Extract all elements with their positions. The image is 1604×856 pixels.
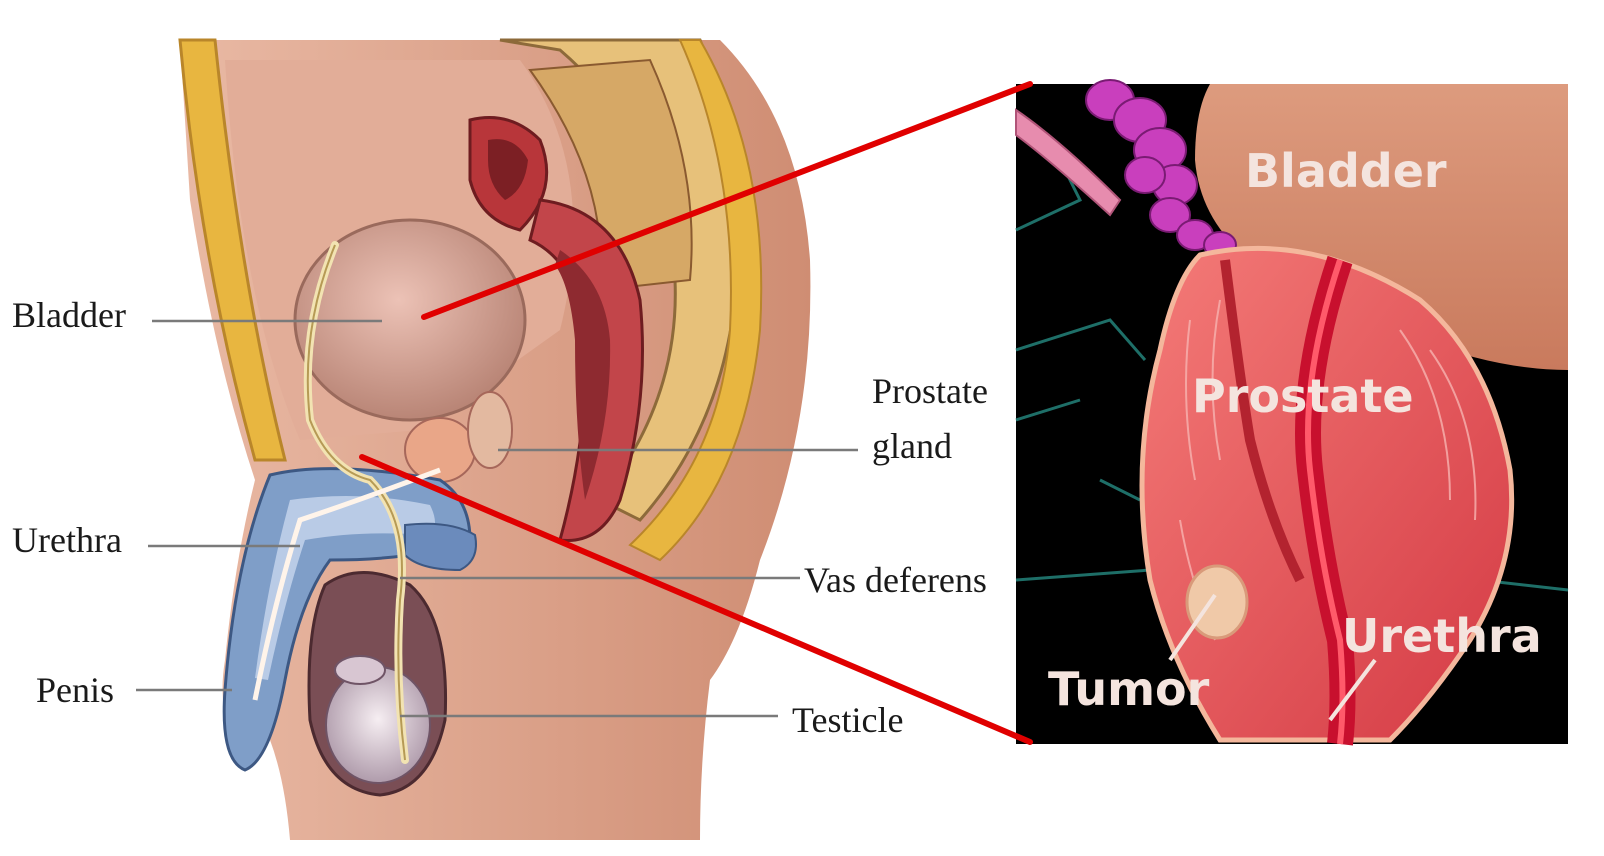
epididymis <box>335 656 385 684</box>
inset-label-bladder: Bladder <box>1245 144 1447 198</box>
inset-label-tumor: Tumor <box>1048 662 1210 716</box>
label-vas-deferens: Vas deferens <box>804 560 987 600</box>
label-testicle: Testicle <box>792 700 903 740</box>
glans <box>405 524 476 570</box>
inset-label-prostate: Prostate <box>1192 369 1414 423</box>
label-prostate-line2: gland <box>872 426 952 466</box>
inset-tumor <box>1187 566 1247 638</box>
prostate-inset: Bladder Prostate Tumor Urethra <box>1016 80 1568 744</box>
sagittal-section-illustration <box>180 40 810 840</box>
label-penis: Penis <box>36 670 114 710</box>
label-bladder: Bladder <box>12 295 126 335</box>
label-prostate-line1: Prostate <box>872 371 988 411</box>
label-urethra: Urethra <box>12 520 122 560</box>
seminal-vesicle <box>468 392 512 468</box>
inset-label-urethra: Urethra <box>1342 609 1542 663</box>
testicle <box>326 667 430 783</box>
